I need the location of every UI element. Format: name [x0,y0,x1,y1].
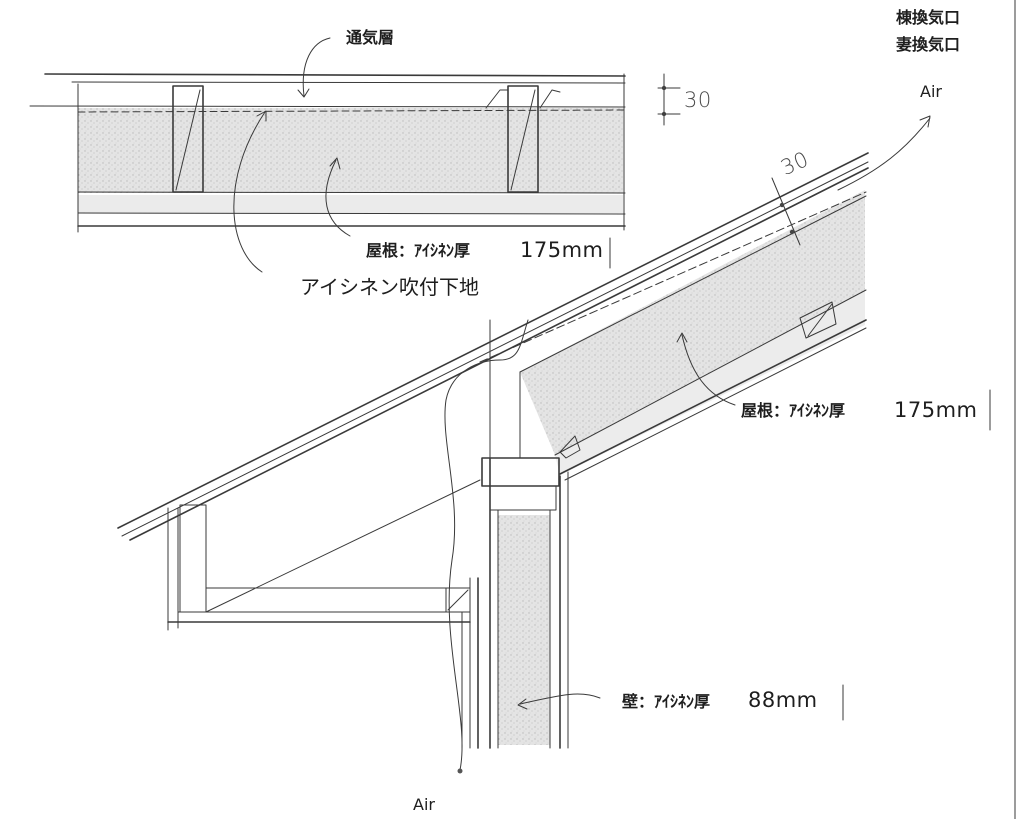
roof-section-foam-leader [681,334,736,406]
roof-detail-spacing-label: 30 [684,88,712,112]
soffit-joist-end-diagonal [447,589,469,611]
roof-section-sheathing-line [121,161,869,537]
roof-detail-foam-bottom-line [77,191,626,194]
roof-detail-foam-leader [325,159,351,237]
airflow-path-line [444,319,529,771]
roof-section-foam-bottom-line [554,289,867,456]
roof-detail-sheathing-line [71,81,626,84]
ridge-vent-label: 棟換気口 [896,8,961,27]
airflow-exit-arrowhead [919,115,931,128]
roof-section-purlin-diagonal [807,303,833,337]
roof-detail-rafter-left-diagonal [175,89,201,191]
air-outlet-label: Air [920,82,942,101]
roof-detail-insulation-label: 屋根：ｱｲｼﾈﾝ厚 [366,241,471,260]
roof-detail-foam-arrowhead [329,157,341,170]
roof-section-ceiling-line-2 [564,327,867,481]
roof-section-insulation-value: 175mm [894,398,978,422]
roof-section-dimension-tick-top [779,202,785,208]
eave-fascia-board [179,504,207,613]
roof-detail-board-fill [78,195,623,213]
wall-second-plate [489,485,557,511]
roof-section-block [559,435,581,459]
airflow-start-dot [457,768,463,774]
wall-insulation-value: 88mm [748,688,818,712]
roof-section-foam-arrowhead [676,332,688,343]
ventilation-layer-label: 通気層 [346,28,395,47]
spray-substrate-label: アイシネン吹付下地 [300,275,479,299]
wall-top-plate [481,457,560,487]
roof-section-purlin [799,301,837,339]
roof-section-foam-fill [520,190,865,455]
wall-foam-arrowhead [517,698,528,710]
roof-detail-batten-right [539,89,561,109]
roof-section-foam-top-line [519,195,867,373]
roof-detail-view [29,37,681,273]
roof-detail-insulation-value: 175mm [520,238,604,262]
substrate-arrowhead [256,110,267,122]
air-inlet-label: Air [413,795,435,814]
airflow-exit-line [837,117,931,191]
eave-section-view [117,115,991,774]
roof-section-board-fill [555,290,865,475]
roof-detail-rafter-right-diagonal [510,89,536,191]
roof-section-top-line [117,152,869,529]
roof-detail-vent-bottom-line [29,105,626,108]
vent-layer-leader [302,37,331,97]
roof-section-dimension-line [771,177,801,246]
roof-detail-foam-fill [78,108,623,193]
roof-detail-batten-left [485,89,509,109]
roof-detail-top-line [44,73,626,77]
roof-detail-board-bottom-line [77,212,626,215]
roof-section-roofing-line [129,167,869,541]
roof-section-insulation-label: 屋根：ｱｲｼﾈﾝ厚 [741,401,846,420]
roof-detail-rafter-left [172,85,204,193]
substrate-leader [233,111,266,273]
vent-layer-arrowhead [297,88,310,98]
roof-section-membrane-dashed [479,191,867,363]
wall-insulation-label: 壁：ｱｲｼﾈﾝ厚 [622,692,711,711]
wall-foam-leader [519,693,601,705]
soffit-brace-diagonal [205,479,481,613]
roof-section-dimension-tick-bottom [789,229,795,235]
wall-foam-fill [498,515,550,745]
gable-vent-label: 妻換気口 [896,35,961,54]
roof-section-ceiling-line [559,319,867,475]
roof-detail-rafter-right [507,85,539,193]
roof-detail-membrane-dashed [77,109,626,113]
